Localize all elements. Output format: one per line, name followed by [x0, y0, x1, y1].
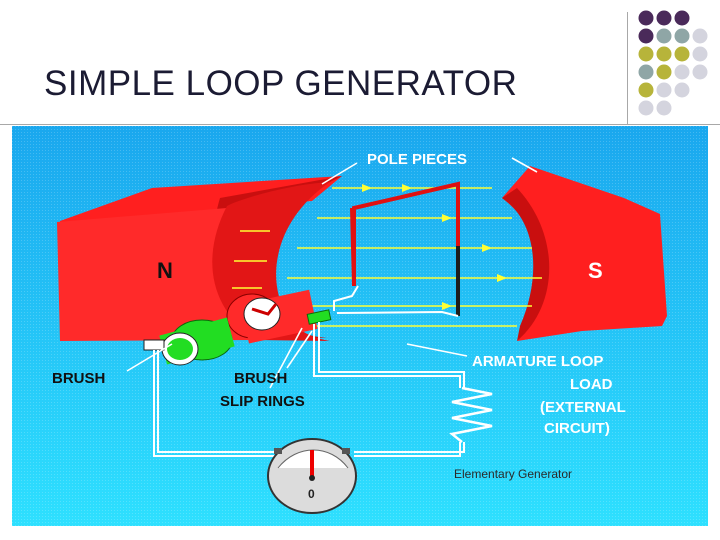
label-brush-center: BRUSH: [234, 370, 287, 387]
pointer-arrows: [126, 157, 538, 389]
decorative-dot: [638, 64, 654, 80]
label-meter-zero: 0: [308, 487, 315, 501]
meter-icon: [267, 438, 357, 514]
decorative-dot-grid: [638, 10, 708, 116]
generator-diagram: POLE PIECES ARMATURE LOOP LOAD (EXTERNAL…: [12, 126, 708, 526]
label-load-1: LOAD: [570, 376, 613, 393]
decorative-dot: [638, 28, 654, 44]
diagram-caption: Elementary Generator: [454, 467, 572, 481]
decorative-dot: [674, 82, 690, 98]
decorative-dot: [674, 28, 690, 44]
decorative-dot: [656, 10, 672, 26]
decorative-dot: [674, 64, 690, 80]
decorative-dot: [656, 82, 672, 98]
label-armature-loop: ARMATURE LOOP: [472, 353, 603, 370]
slip-ring-assembly: [159, 289, 318, 366]
title-divider-vertical: [627, 12, 628, 124]
armature-loop: [350, 181, 460, 316]
title-divider-horizontal: [0, 124, 720, 125]
label-load-2: (EXTERNAL: [540, 399, 626, 416]
slide-title: SIMPLE LOOP GENERATOR: [44, 64, 518, 103]
generator-figure: POLE PIECES ARMATURE LOOP LOAD (EXTERNAL…: [12, 126, 708, 526]
decorative-dot: [656, 46, 672, 62]
label-slip-rings: SLIP RINGS: [220, 393, 305, 410]
decorative-dot: [674, 46, 690, 62]
decorative-dot: [692, 64, 708, 80]
label-brush-left: BRUSH: [52, 370, 105, 387]
decorative-dot: [638, 46, 654, 62]
decorative-dot: [656, 28, 672, 44]
label-load-3: CIRCUIT): [544, 420, 610, 437]
decorative-dot: [656, 64, 672, 80]
decorative-dot: [674, 10, 690, 26]
decorative-dot: [656, 100, 672, 116]
decorative-dot: [692, 28, 708, 44]
decorative-dot: [638, 82, 654, 98]
decorative-dot: [638, 10, 654, 26]
label-pole-pieces: POLE PIECES: [367, 151, 467, 168]
decorative-dot: [692, 46, 708, 62]
label-south: S: [588, 258, 603, 283]
external-wiring: [153, 285, 465, 457]
south-magnet: [502, 166, 667, 341]
load-resistor: [449, 386, 493, 443]
label-north: N: [157, 258, 173, 283]
decorative-dot: [638, 100, 654, 116]
